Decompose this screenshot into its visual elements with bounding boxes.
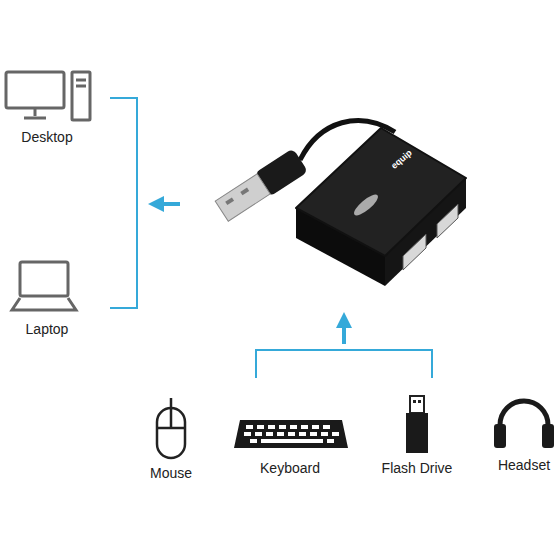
usb-hub [296,128,466,286]
usb-plug [214,148,308,223]
up-arrow [342,320,346,344]
device-label: Mouse [150,466,192,481]
host-bracket [110,98,137,308]
device-label: Flash Drive [382,461,453,476]
device-label: Desktop [21,130,72,145]
device-label: Laptop [26,322,69,337]
laptop-icon [12,262,76,310]
device-bracket [256,350,432,378]
desktop-icon [6,72,90,120]
left-arrow [156,202,180,206]
device-label: Keyboard [260,461,320,476]
headset-icon [494,401,554,448]
keyboard-icon [234,420,348,448]
flash-drive-icon [406,396,428,453]
mouse-icon [157,398,185,458]
device-label: Headset [498,458,550,473]
